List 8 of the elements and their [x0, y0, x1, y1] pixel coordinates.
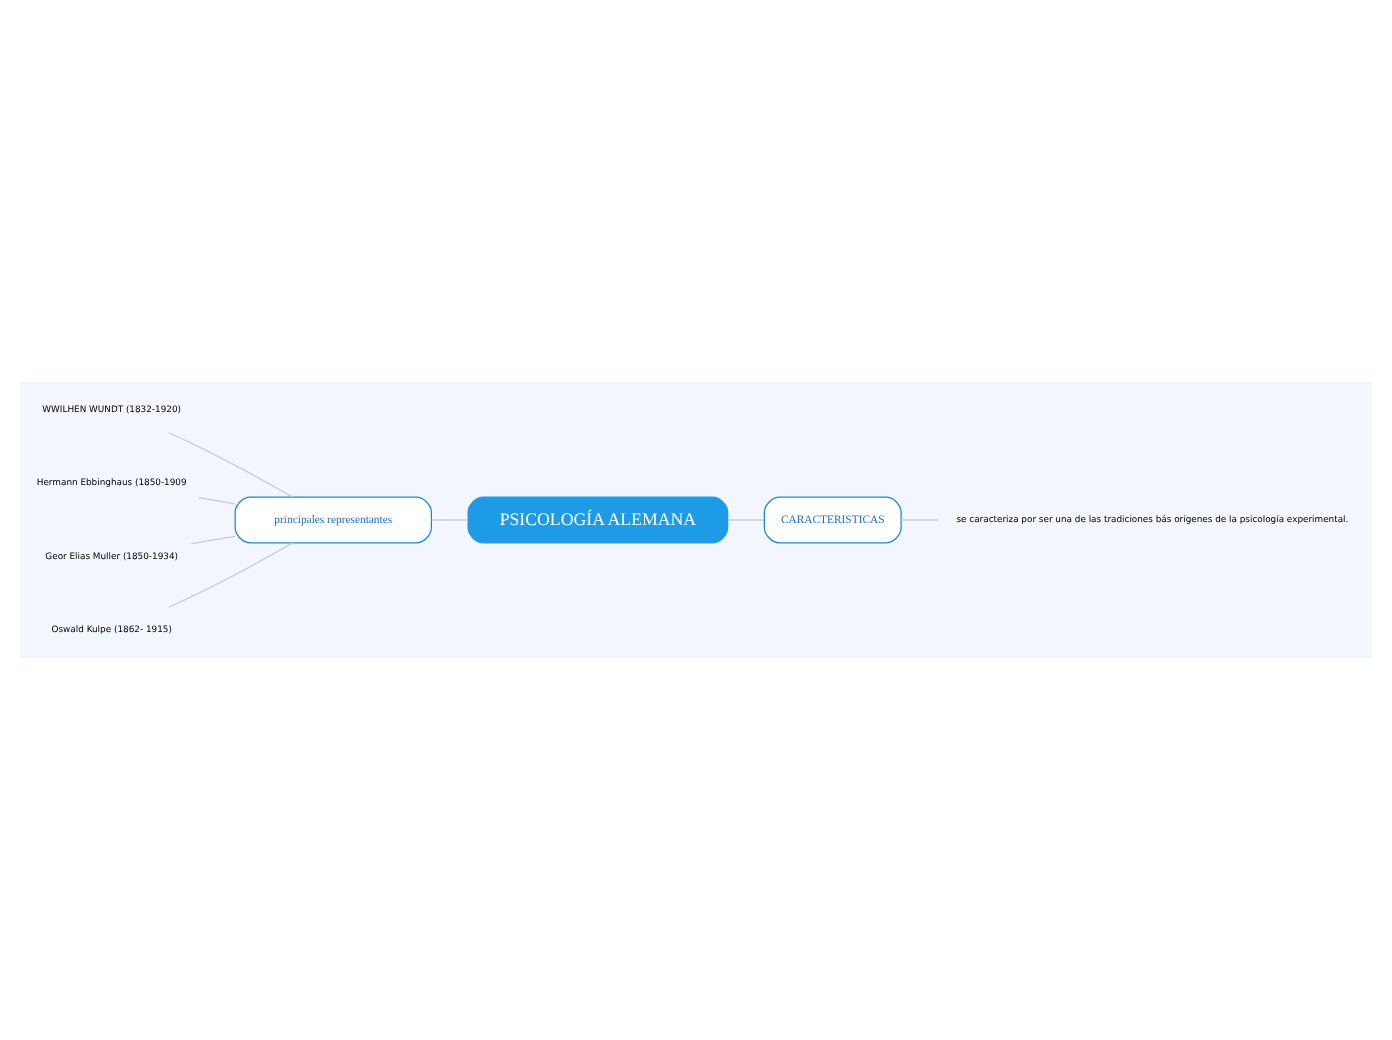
connector	[431, 519, 469, 521]
node-box: PSICOLOGÍA ALEMANA	[467, 496, 729, 544]
connector	[167, 542, 294, 608]
connector	[727, 519, 765, 521]
connector	[198, 497, 236, 505]
connector	[167, 432, 294, 498]
connector	[900, 519, 939, 521]
connector	[190, 535, 236, 545]
